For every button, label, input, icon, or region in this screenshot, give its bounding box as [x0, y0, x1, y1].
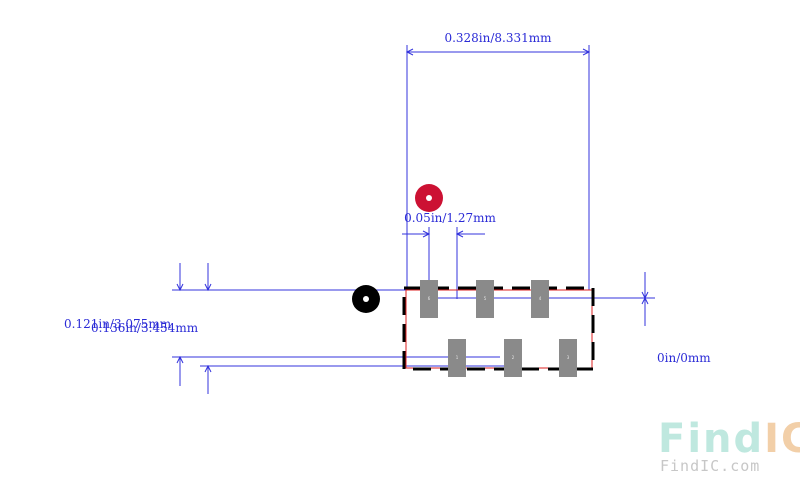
pad-number: 4 — [539, 296, 542, 301]
height-inner-label: 0.121in/3.075mm — [64, 317, 172, 331]
pad — [504, 339, 522, 377]
pitch-dimension: 0.05in/1.27mm — [402, 211, 497, 299]
pad — [531, 280, 549, 318]
width-dimension: 0.328in/8.331mm — [405, 31, 591, 290]
pad-number: 6 — [428, 296, 431, 301]
pad-number: 2 — [512, 355, 515, 360]
watermark-find: Find — [658, 416, 764, 462]
watermark: FindIC FindIC.com — [658, 416, 800, 475]
offset-dimension: 0in/0mm — [430, 272, 711, 365]
pad — [420, 280, 438, 318]
pad — [448, 339, 466, 377]
pad-array: 6 5 4 1 2 3 — [420, 280, 577, 377]
pad — [559, 339, 577, 377]
height-dimension: 0.136in/3.454mm 0.121in/3.075mm — [64, 263, 510, 394]
pad-number: 5 — [484, 296, 487, 301]
pad-number: 3 — [567, 355, 570, 360]
pad-number: 1 — [456, 355, 459, 360]
watermark-ic: IC — [764, 416, 800, 462]
origin-marker-icon — [352, 285, 380, 313]
pitch-label: 0.05in/1.27mm — [404, 211, 496, 225]
width-label: 0.328in/8.331mm — [444, 31, 552, 45]
watermark-url: FindIC.com — [660, 457, 760, 475]
pin1-marker-icon — [415, 184, 443, 212]
pad — [476, 280, 494, 318]
height-outer-label: 0.136in/3.454mm — [91, 321, 199, 335]
svg-text:FindIC: FindIC — [658, 416, 800, 462]
offset-label: 0in/0mm — [657, 351, 711, 365]
component-outline — [402, 286, 595, 371]
